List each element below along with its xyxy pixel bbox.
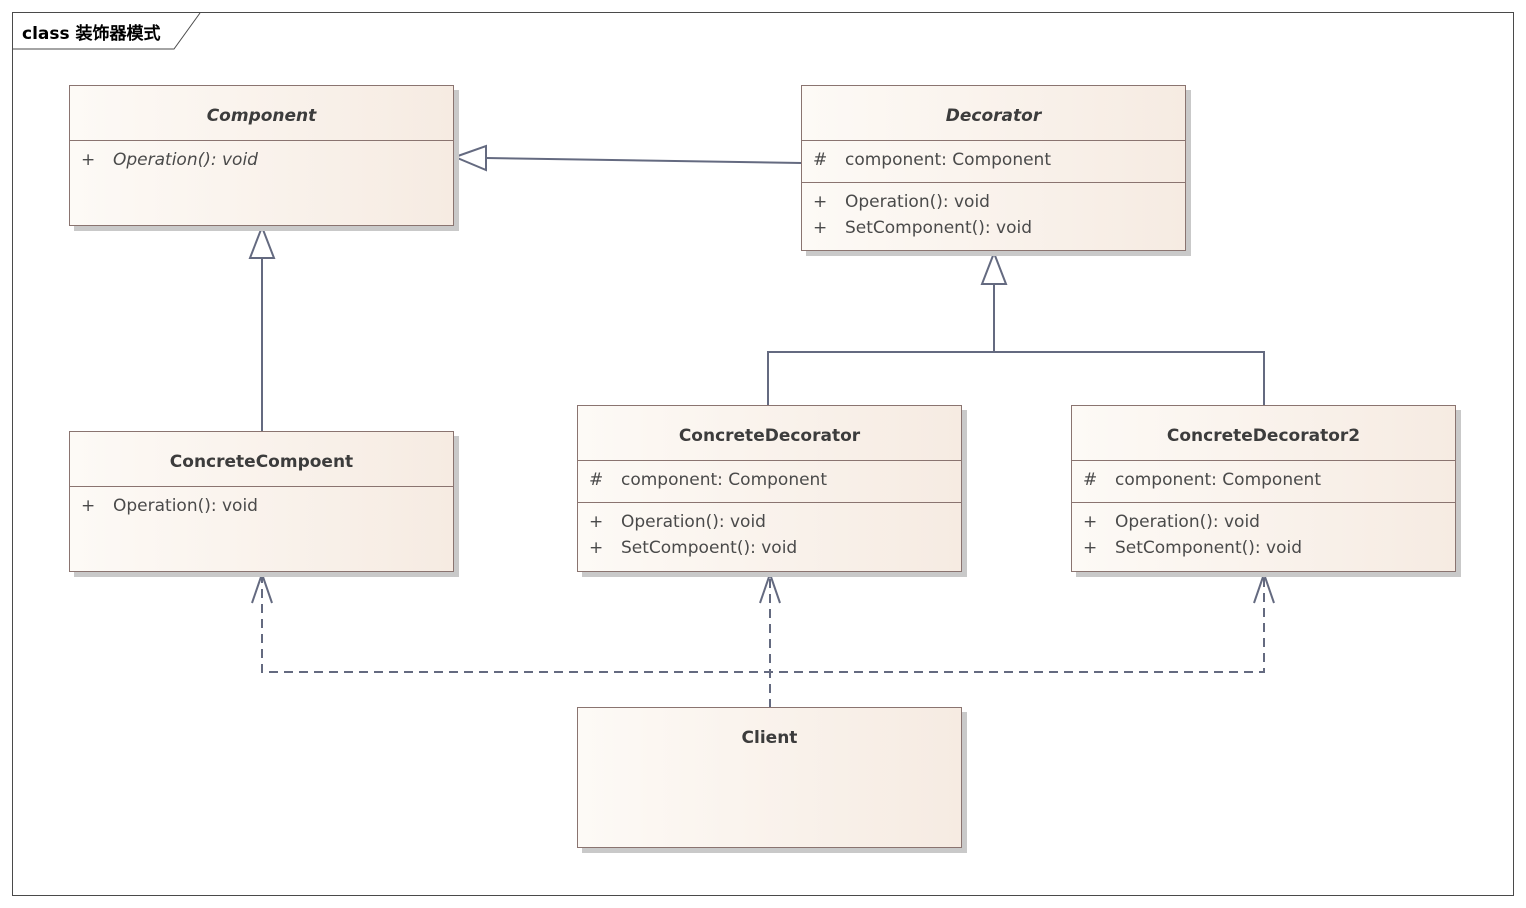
compartment-divider [70, 486, 453, 487]
operation-row: + Operation(): void [70, 496, 453, 518]
attribute-text: component: Component [1115, 470, 1322, 490]
visibility-marker: # [813, 150, 828, 170]
class-decorator[interactable]: Decorator # component: Component + Opera… [801, 85, 1186, 251]
operation-text: SetComponent(): void [1115, 538, 1302, 558]
attribute-text: component: Component [845, 150, 1052, 170]
visibility-marker: + [81, 150, 96, 170]
visibility-marker: + [1083, 538, 1098, 558]
compartment-divider [70, 140, 453, 141]
operation-text: Operation(): void [845, 192, 990, 212]
compartment-divider [802, 140, 1185, 141]
compartment-divider [578, 460, 961, 461]
class-name: Decorator [945, 106, 1042, 126]
class-name: ConcreteCompoent [169, 452, 354, 472]
decorator-to-component-line [485, 157, 803, 164]
attribute-text: component: Component [621, 470, 828, 490]
visibility-marker: + [589, 538, 604, 558]
diagram-frame [12, 12, 1514, 896]
visibility-marker: + [1083, 512, 1098, 532]
dependency-arrowhead-concretedecorator [759, 570, 781, 604]
client-dependency-line [261, 574, 1265, 673]
class-component[interactable]: Component + Operation(): void [69, 85, 454, 226]
compartment-divider [802, 182, 1185, 183]
class-name: Component [206, 106, 317, 126]
compartment-divider [1072, 502, 1455, 503]
operation-text: Operation(): void [113, 150, 258, 170]
class-name: Client [741, 728, 798, 748]
operation-row: + SetComponent(): void [1072, 538, 1455, 560]
compartment-divider [578, 502, 961, 503]
decorator-generalization-arrowhead [980, 250, 1008, 285]
dependency-arrowhead-concretedecorator2 [1253, 570, 1275, 604]
class-concrete-decorator[interactable]: ConcreteDecorator # component: Component… [577, 405, 962, 572]
dependency-arrowhead-concretecompoent [251, 570, 273, 604]
compartment-divider [1072, 460, 1455, 461]
operation-row: + SetCompoent(): void [578, 538, 961, 560]
component-generalization-arrowhead-right [452, 144, 487, 172]
operation-row: + Operation(): void [1072, 512, 1455, 534]
class-concrete-compoent[interactable]: ConcreteCompoent + Operation(): void [69, 431, 454, 572]
visibility-marker: # [1083, 470, 1098, 490]
operation-row: + Operation(): void [578, 512, 961, 534]
operation-text: SetComponent(): void [845, 218, 1032, 238]
attribute-row: # component: Component [802, 150, 1185, 172]
operation-row: + SetComponent(): void [802, 218, 1185, 240]
class-concrete-decorator2[interactable]: ConcreteDecorator2 # component: Componen… [1071, 405, 1456, 572]
operation-row: + Operation(): void [802, 192, 1185, 214]
class-client[interactable]: Client [577, 707, 962, 848]
attribute-row: # component: Component [1072, 470, 1455, 492]
operation-row: + Operation(): void [70, 150, 453, 172]
visibility-marker: + [589, 512, 604, 532]
concretedecorators-to-decorator-line [767, 351, 1265, 406]
operation-text: Operation(): void [621, 512, 766, 532]
visibility-marker: # [589, 470, 604, 490]
class-name: ConcreteDecorator2 [1166, 426, 1361, 446]
operation-text: Operation(): void [1115, 512, 1260, 532]
visibility-marker: + [81, 496, 96, 516]
operation-text: Operation(): void [113, 496, 258, 516]
class-name: ConcreteDecorator [678, 426, 861, 446]
operation-text: SetCompoent(): void [621, 538, 798, 558]
component-generalization-arrowhead-bottom [248, 224, 276, 259]
frame-title: class 装饰器模式 [22, 24, 161, 44]
visibility-marker: + [813, 218, 828, 238]
attribute-row: # component: Component [578, 470, 961, 492]
visibility-marker: + [813, 192, 828, 212]
frame-title-tab [12, 12, 201, 50]
